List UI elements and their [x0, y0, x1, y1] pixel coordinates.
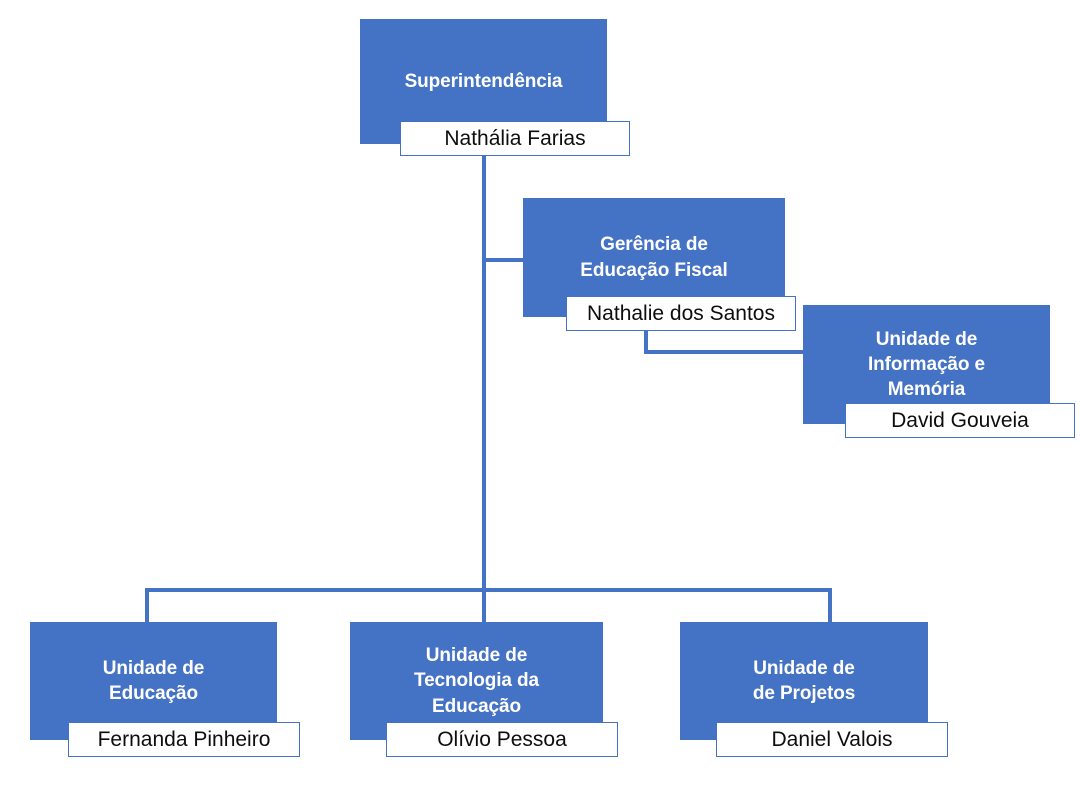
node-title-unidade-informacao-memoria: Unidade de Informação e Memória [867, 328, 986, 401]
connector-to-informacao [644, 350, 809, 354]
person-name-unidade-tecnologia-educacao: Olívio Pessoa [437, 727, 567, 751]
name-label-unidade-informacao-memoria[interactable]: David Gouveia [845, 403, 1075, 438]
person-name-gerencia-educacao-fiscal: Nathalie dos Santos [587, 301, 775, 325]
name-label-gerencia-educacao-fiscal[interactable]: Nathalie dos Santos [566, 296, 796, 331]
node-title-unidade-educacao: Unidade de Educação [102, 657, 205, 704]
person-name-unidade-educacao: Fernanda Pinheiro [97, 727, 271, 751]
person-name-superintendencia: Nathália Farias [444, 126, 586, 150]
node-title-superintendencia: Superintendência [404, 70, 563, 92]
name-label-unidade-educacao[interactable]: Fernanda Pinheiro [68, 722, 300, 757]
name-label-unidade-tecnologia-educacao[interactable]: Olívio Pessoa [386, 722, 618, 757]
connector-bottom-bus [145, 588, 832, 592]
node-unidade-projetos[interactable]: Unidade de de Projetos [680, 622, 928, 740]
person-name-unidade-projetos: Daniel Valois [771, 727, 893, 751]
node-title-unidade-tecnologia-educacao: Unidade de Tecnologia da Educação [413, 645, 540, 717]
connector-drop-educacao [145, 588, 149, 624]
connector-gerencia-drop [644, 322, 648, 354]
node-unidade-educacao[interactable]: Unidade de Educação [30, 622, 277, 740]
connector-drop-projetos [828, 588, 832, 624]
connector-to-gerencia [482, 258, 527, 262]
person-name-unidade-informacao-memoria: David Gouveia [891, 408, 1029, 432]
node-unidade-tecnologia-educacao[interactable]: Unidade de Tecnologia da Educação [350, 622, 603, 740]
node-title-gerencia-educacao-fiscal: Gerência de Educação Fiscal [580, 234, 728, 281]
name-label-superintendencia[interactable]: Nathália Farias [400, 121, 630, 156]
node-title-unidade-projetos: Unidade de de Projetos [752, 657, 856, 704]
name-label-unidade-projetos[interactable]: Daniel Valois [716, 722, 948, 757]
connector-trunk-vertical [482, 155, 486, 624]
